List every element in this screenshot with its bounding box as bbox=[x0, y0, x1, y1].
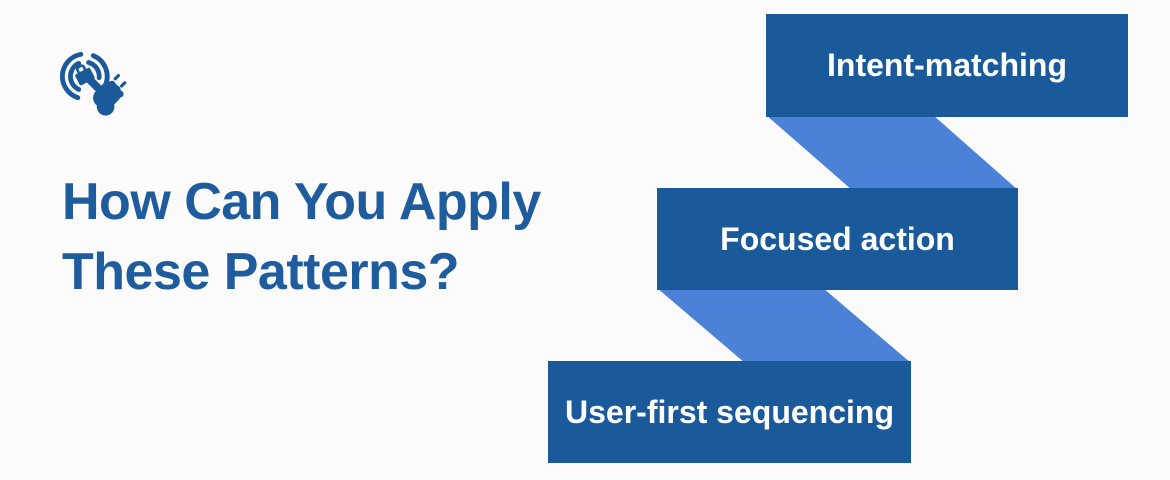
step-label-focused-action: Focused action bbox=[720, 220, 955, 257]
page-title-line-2: These Patterns? bbox=[62, 243, 460, 301]
page-title: How Can You Apply These Patterns? bbox=[62, 167, 541, 307]
outer-arc-left bbox=[60, 51, 84, 101]
step-box-focused-action: Focused action bbox=[657, 188, 1018, 290]
inner-arc-right bbox=[86, 60, 102, 81]
connector-step2-step3 bbox=[657, 288, 911, 363]
pointer-hand-icon bbox=[85, 74, 127, 116]
step-box-user-first-sequencing: User-first sequencing bbox=[548, 361, 911, 463]
tap-click-gesture-icon bbox=[60, 51, 127, 116]
page-title-line-1: How Can You Apply bbox=[62, 173, 541, 231]
step-label-user-first-sequencing: User-first sequencing bbox=[565, 393, 894, 430]
inner-arc-left bbox=[68, 60, 82, 92]
step-label-intent-matching: Intent-matching bbox=[827, 47, 1067, 83]
connector-step1-step2 bbox=[766, 115, 1018, 190]
step-box-intent-matching: Intent-matching bbox=[766, 14, 1128, 117]
